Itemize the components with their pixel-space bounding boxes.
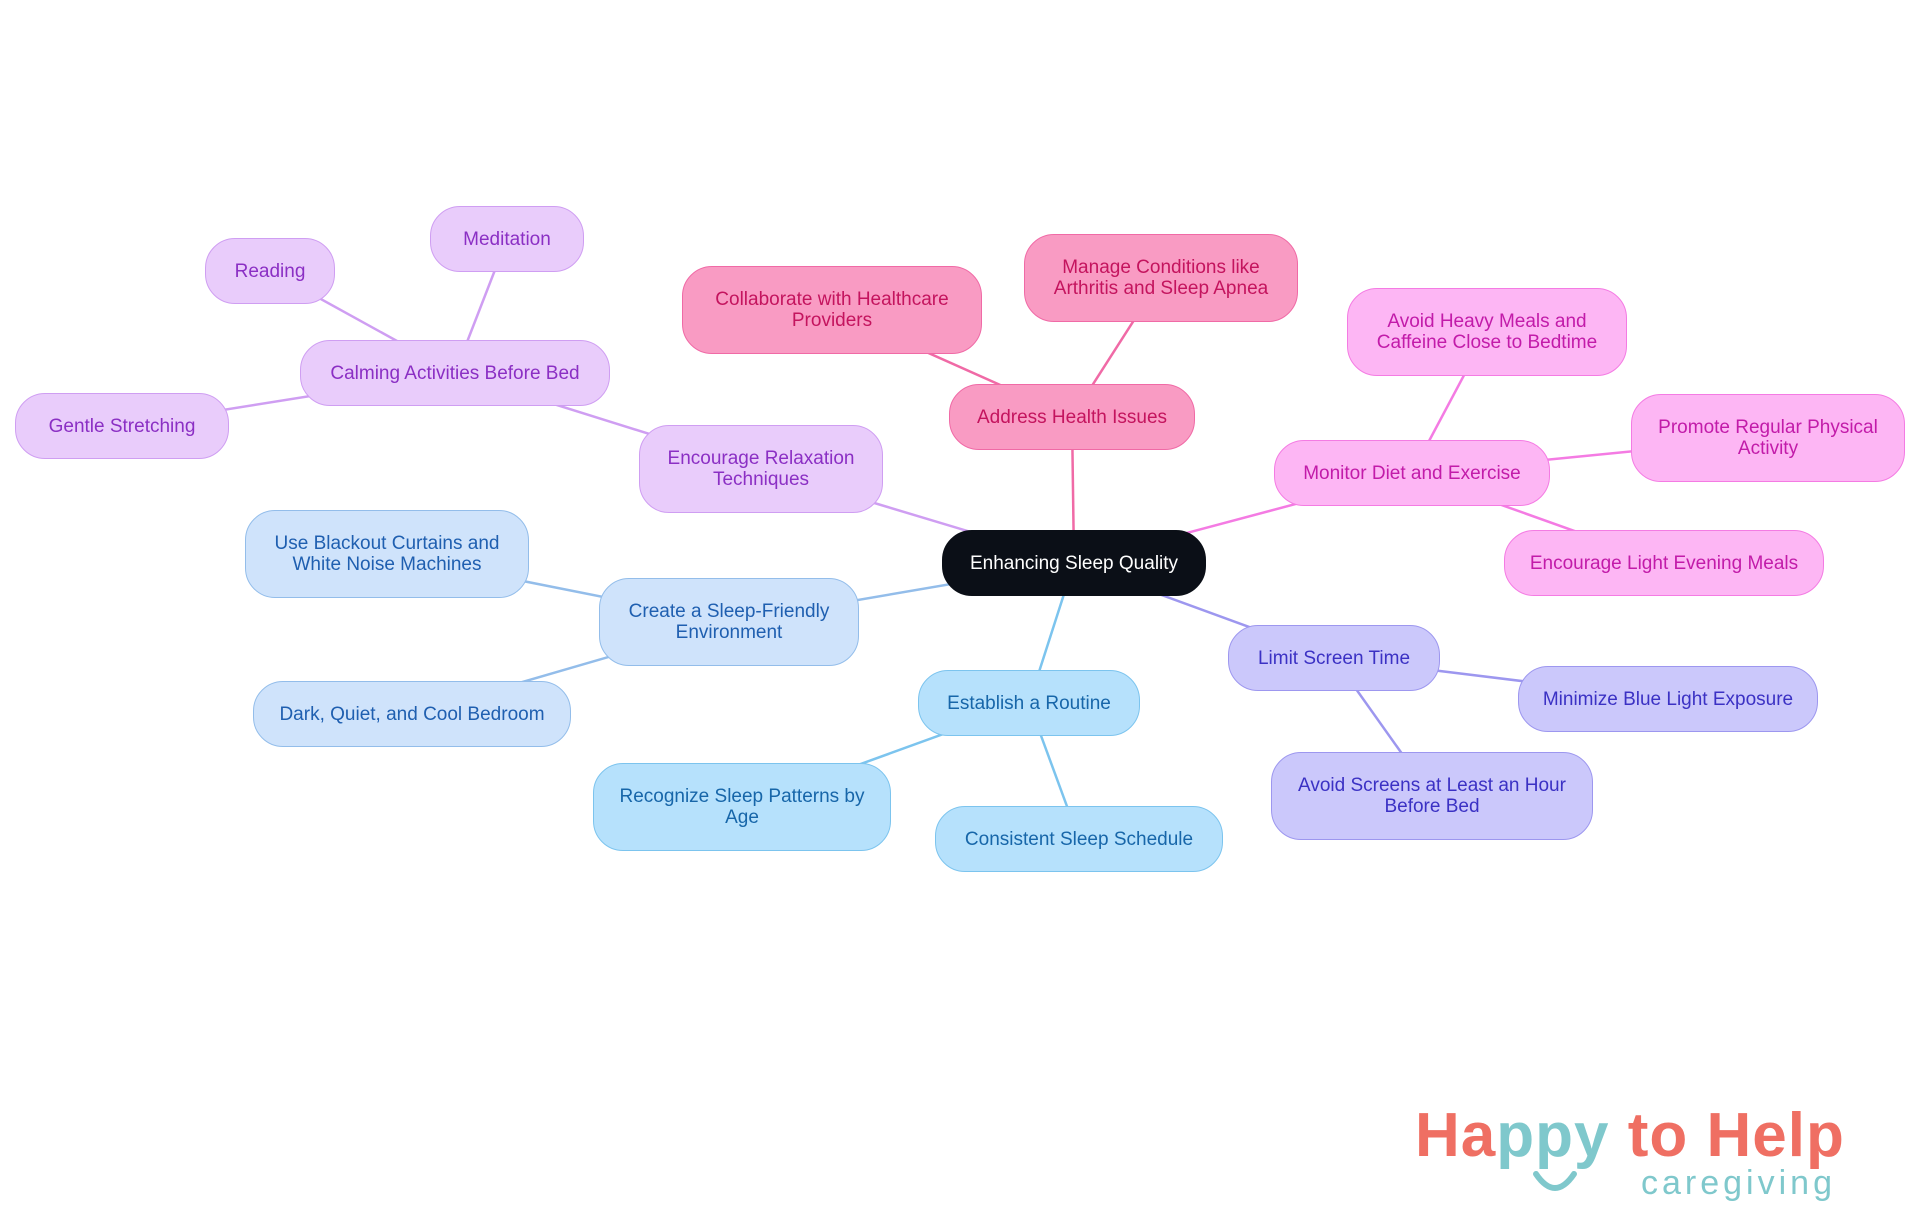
node-label: Collaborate with Healthcare Providers: [715, 289, 949, 331]
node-reading[interactable]: Reading: [205, 238, 335, 304]
node-create-a-sleep-friendly-environment[interactable]: Create a Sleep-Friendly Environment: [599, 578, 859, 666]
node-use-blackout-curtains-and-white-noise-machines[interactable]: Use Blackout Curtains and White Noise Ma…: [245, 510, 529, 598]
node-monitor-diet-and-exercise[interactable]: Monitor Diet and Exercise: [1274, 440, 1550, 506]
node-encourage-light-evening-meals[interactable]: Encourage Light Evening Meals: [1504, 530, 1824, 596]
node-label: Consistent Sleep Schedule: [964, 828, 1194, 850]
node-calming-activities-before-bed[interactable]: Calming Activities Before Bed: [300, 340, 610, 406]
node-label: Avoid Screens at Least an Hour Before Be…: [1298, 775, 1566, 817]
logo-wordmark: Happy to Help: [1415, 1100, 1845, 1171]
node-label: Create a Sleep-Friendly Environment: [628, 601, 830, 643]
node-label: Promote Regular Physical Activity: [1658, 417, 1878, 459]
node-label: Recognize Sleep Patterns by Age: [619, 786, 865, 828]
node-limit-screen-time[interactable]: Limit Screen Time: [1228, 625, 1440, 691]
node-avoid-heavy-meals-and-caffeine-close-to-bedtime[interactable]: Avoid Heavy Meals and Caffeine Close to …: [1347, 288, 1627, 376]
node-meditation[interactable]: Meditation: [430, 206, 584, 272]
node-avoid-screens-at-least-an-hour-before-bed[interactable]: Avoid Screens at Least an Hour Before Be…: [1271, 752, 1593, 840]
node-label: Minimize Blue Light Exposure: [1542, 688, 1794, 710]
happy-to-help-logo: Happy to Help caregiving: [1415, 1100, 1895, 1210]
node-consistent-sleep-schedule[interactable]: Consistent Sleep Schedule: [935, 806, 1223, 872]
node-label: Meditation: [463, 228, 551, 250]
logo-smile-icon: [1533, 1171, 1577, 1191]
node-enhancing-sleep-quality[interactable]: Enhancing Sleep Quality: [942, 530, 1206, 596]
logo-subtitle: caregiving: [1641, 1164, 1836, 1202]
node-minimize-blue-light-exposure[interactable]: Minimize Blue Light Exposure: [1518, 666, 1818, 732]
logo-main-text: Happy to Help: [1415, 1101, 1845, 1170]
node-label: Enhancing Sleep Quality: [969, 552, 1179, 574]
node-label: Dark, Quiet, and Cool Bedroom: [279, 703, 545, 725]
node-label: Limit Screen Time: [1257, 647, 1411, 669]
node-label: Address Health Issues: [976, 406, 1168, 428]
node-collaborate-with-healthcare-providers[interactable]: Collaborate with Healthcare Providers: [682, 266, 982, 354]
node-label: Reading: [234, 260, 306, 282]
node-label: Establish a Routine: [947, 692, 1111, 714]
node-label: Avoid Heavy Meals and Caffeine Close to …: [1376, 311, 1598, 353]
node-label: Monitor Diet and Exercise: [1303, 462, 1521, 484]
node-promote-regular-physical-activity[interactable]: Promote Regular Physical Activity: [1631, 394, 1905, 482]
node-label: Gentle Stretching: [48, 415, 196, 437]
node-label: Encourage Light Evening Meals: [1529, 552, 1799, 574]
node-encourage-relaxation-techniques[interactable]: Encourage Relaxation Techniques: [639, 425, 883, 513]
node-label: Encourage Relaxation Techniques: [667, 448, 855, 490]
node-label: Manage Conditions like Arthritis and Sle…: [1053, 257, 1269, 299]
node-establish-a-routine[interactable]: Establish a Routine: [918, 670, 1140, 736]
node-label: Calming Activities Before Bed: [330, 362, 580, 384]
node-address-health-issues[interactable]: Address Health Issues: [949, 384, 1195, 450]
node-gentle-stretching[interactable]: Gentle Stretching: [15, 393, 229, 459]
node-label: Use Blackout Curtains and White Noise Ma…: [274, 533, 500, 575]
node-dark-quiet-and-cool-bedroom[interactable]: Dark, Quiet, and Cool Bedroom: [253, 681, 571, 747]
node-manage-conditions-like-arthritis-and-sleep-apnea[interactable]: Manage Conditions like Arthritis and Sle…: [1024, 234, 1298, 322]
node-recognize-sleep-patterns-by-age[interactable]: Recognize Sleep Patterns by Age: [593, 763, 891, 851]
